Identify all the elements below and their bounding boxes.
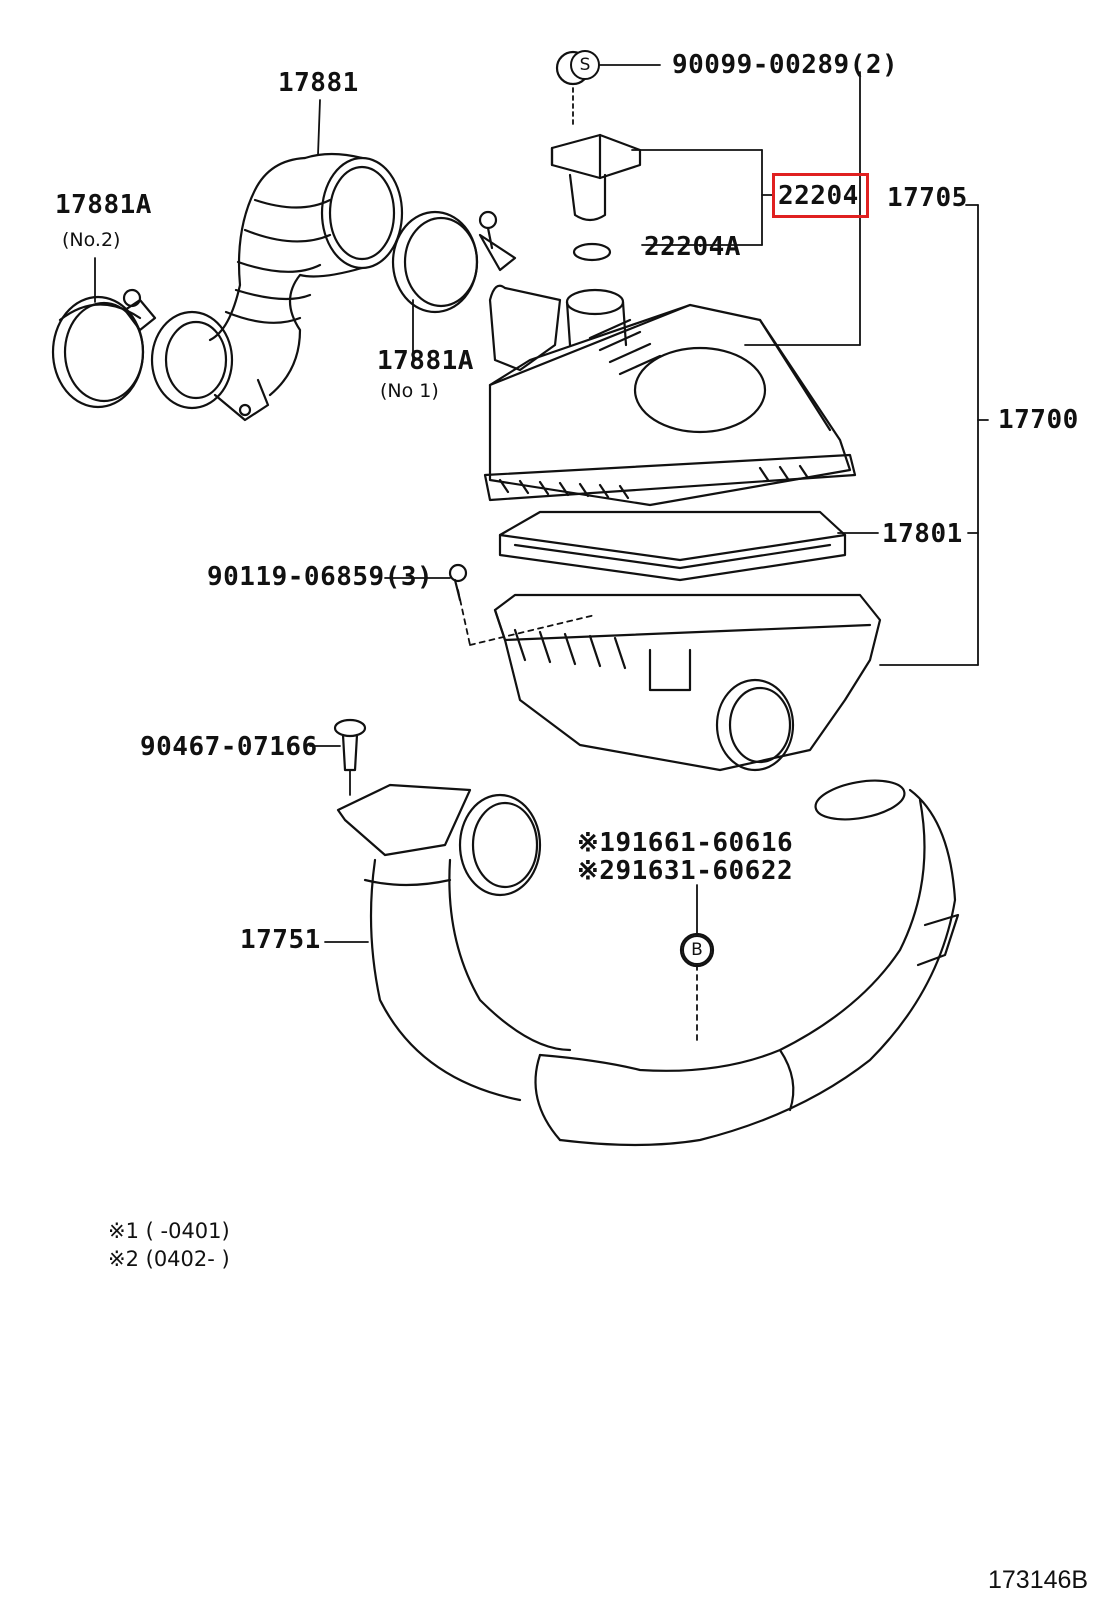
label-191661-60616[interactable]: ※191661-60616	[577, 828, 794, 858]
marker-b: B	[682, 935, 712, 965]
label-17881a-no1[interactable]: 17881A	[377, 346, 474, 376]
air-filter-element	[498, 510, 847, 582]
clamp-no2	[51, 288, 157, 409]
label-17801[interactable]: 17801	[882, 519, 963, 549]
highlight-box-22204	[772, 173, 869, 218]
label-17751[interactable]: 17751	[240, 925, 321, 955]
air-cleaner-case	[448, 563, 882, 772]
label-17700[interactable]: 17700	[998, 405, 1079, 435]
label-17705[interactable]: 17705	[887, 183, 968, 213]
maf-sensor	[550, 50, 642, 262]
label-17881[interactable]: 17881	[278, 68, 359, 98]
footnote-2: ※2 (0402- )	[108, 1247, 230, 1271]
air-cleaner-cap	[483, 284, 857, 507]
label-17881a-no2-sub: (No.2)	[62, 229, 121, 251]
label-22204a[interactable]: 22204A	[644, 232, 741, 262]
clamp-no1	[391, 210, 517, 314]
marker-s: S	[570, 50, 600, 80]
label-90099-00289[interactable]: 90099-00289(2)	[672, 50, 899, 80]
label-17881a-no2[interactable]: 17881A	[55, 190, 152, 220]
footnote-1: ※1 ( -0401)	[108, 1219, 230, 1243]
label-22204[interactable]: 22204	[778, 181, 859, 211]
intake-hose-17881	[150, 152, 404, 422]
label-90467-07166[interactable]: 90467-07166	[140, 732, 318, 762]
label-90119-06859[interactable]: 90119-06859(3)	[207, 562, 434, 592]
clip-bolt-90467	[333, 718, 367, 772]
label-291631-60622[interactable]: ※291631-60622	[577, 856, 794, 886]
label-17881a-no1-sub: (No 1)	[380, 380, 439, 402]
diagram-reference-code: 173146B	[988, 1566, 1089, 1594]
